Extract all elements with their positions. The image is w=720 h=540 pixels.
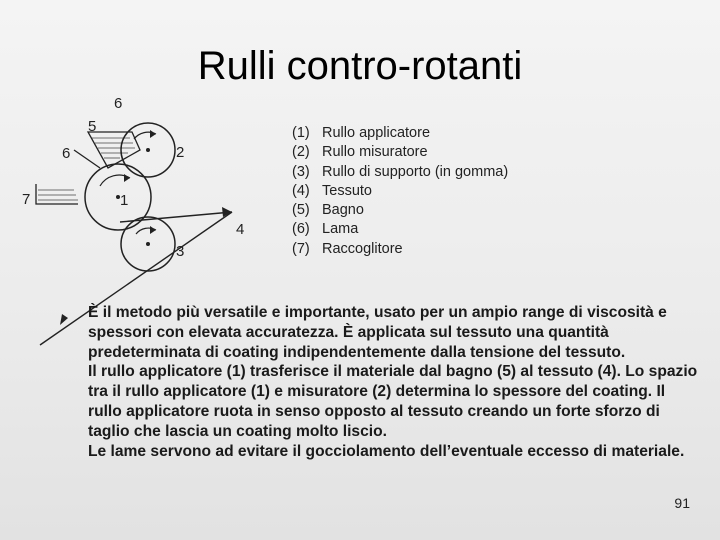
legend-text: Raccoglitore (322, 240, 403, 257)
label-3: 3 (176, 243, 184, 260)
label-6-top: 6 (114, 95, 122, 112)
bath-hatch (92, 137, 135, 159)
body-text: È il metodo più versatile e importante, … (88, 303, 700, 461)
metering-roller (120, 122, 176, 178)
slide-title: Rulli contro-rotanti (197, 44, 523, 88)
legend-text: Rullo applicatore (322, 125, 431, 141)
legend-text: Tessuto (322, 182, 372, 199)
body-paragraph: È il metodo più versatile e importante, … (88, 304, 667, 361)
legend-item: (6) Lama (292, 220, 508, 239)
legend: (1) Rullo applicatore (2) Rullo misuratore… (292, 124, 508, 259)
legend-text: Rullo misuratore (322, 144, 428, 161)
collector-hatch (38, 189, 78, 201)
fabric-line (39, 211, 233, 346)
legend-item: (4) Tessuto (292, 182, 508, 201)
backup-roller-center (146, 242, 150, 246)
legend-num: (4) (292, 182, 310, 199)
label-1: 1 (120, 192, 128, 209)
label-5: 5 (88, 118, 96, 135)
legend-num: (3) (292, 163, 310, 180)
legend-text: Rullo di supporto (in gomma) (322, 163, 509, 180)
label-2: 2 (176, 144, 184, 161)
applicator-roller-center (116, 195, 120, 199)
legend-item: (1) Rullo applicatore (292, 124, 508, 143)
metering-rotation-head (150, 130, 156, 138)
legend-num: (6) (292, 221, 310, 238)
legend-text: Bagno (322, 202, 364, 219)
legend-num: (7) (292, 240, 310, 257)
backup-roller (120, 216, 176, 272)
fabric-arrow-head (222, 207, 232, 217)
applicator-roller (84, 163, 152, 231)
legend-item: (2) Rullo misuratore (292, 143, 508, 162)
fabric-arrow-line (119, 211, 233, 223)
collector-tray (35, 184, 78, 205)
bath-trough (86, 131, 141, 169)
legend-item: (5) Bagno (292, 201, 508, 220)
page-number: 91 (674, 495, 690, 511)
body-paragraph: Il rullo applicatore (1) trasferisce il … (88, 363, 698, 440)
legend-item: (7) Raccoglitore (292, 240, 508, 259)
label-4: 4 (236, 221, 244, 238)
legend-num: (1) (292, 125, 310, 141)
legend-item: (3) Rullo di supporto (in gomma) (292, 163, 508, 182)
backup-rotation-head (150, 226, 156, 234)
metering-roller-center (146, 148, 150, 152)
legend-num: (5) (292, 202, 310, 219)
roller-diagram: 1 2 3 4 5 6 6 7 (22, 95, 244, 346)
label-7: 7 (22, 191, 30, 208)
body-paragraph: Le lame servono ad evitare il gocciolame… (88, 442, 685, 460)
legend-text: Lama (322, 221, 359, 238)
blade (73, 149, 101, 169)
fabric-bottom-arrow-head (60, 314, 68, 325)
label-6-left: 6 (62, 145, 70, 162)
applicator-rotation-head (124, 174, 130, 182)
legend-num: (2) (292, 144, 310, 161)
